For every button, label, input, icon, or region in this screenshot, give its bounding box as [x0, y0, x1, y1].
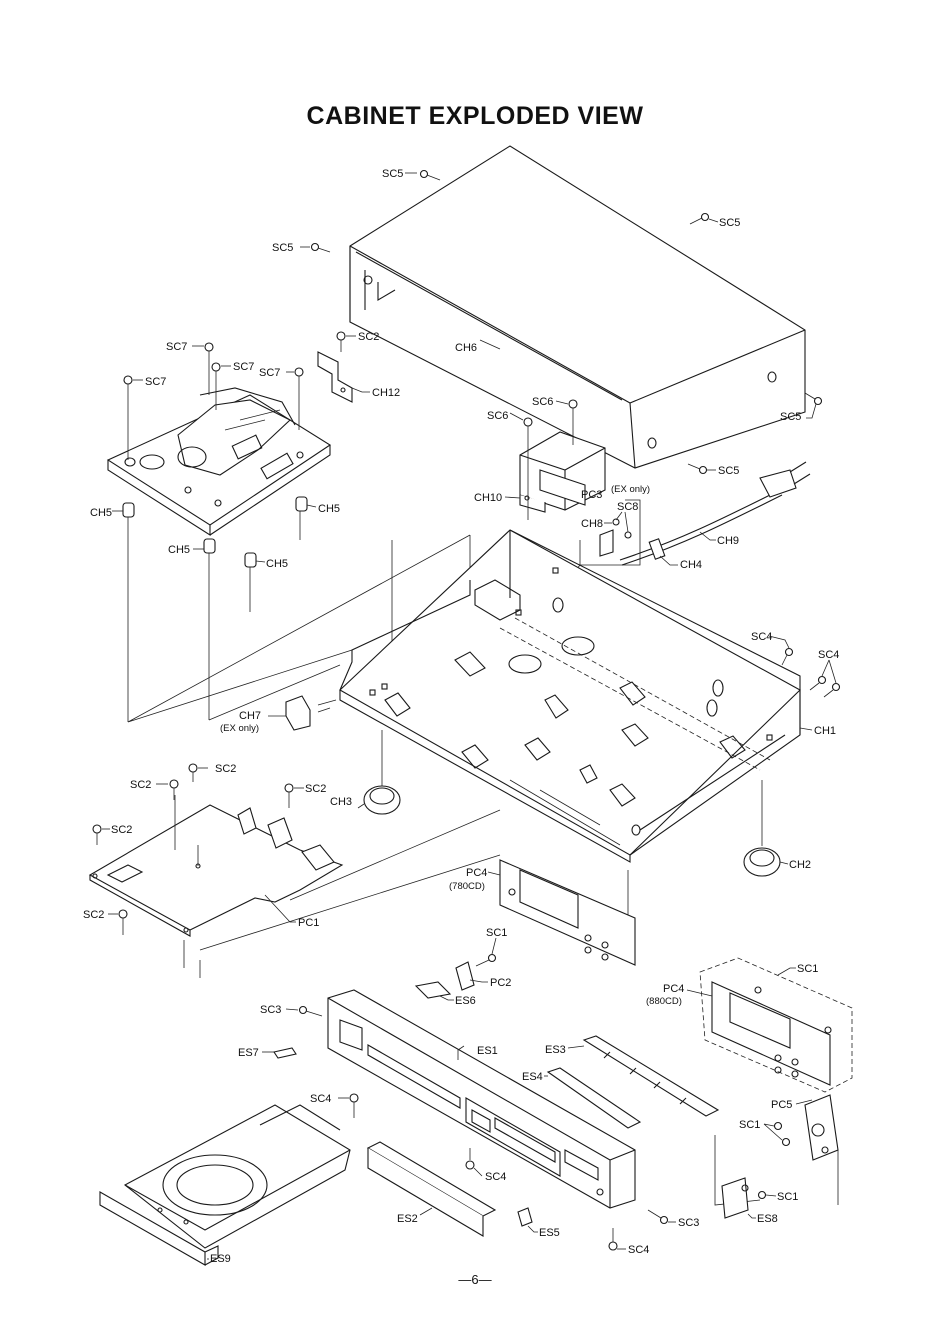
- label-sc7-a: SC7: [166, 341, 187, 353]
- label-ch10: CH10: [474, 492, 502, 504]
- label-sc2-d: SC2: [305, 783, 326, 795]
- top-cover-ch6: [350, 146, 805, 468]
- label-sc4-d: SC4: [485, 1171, 506, 1183]
- label-sc4-b: SC4: [818, 649, 839, 661]
- label-sc2-c: SC2: [130, 779, 151, 791]
- label-sc1-a: SC1: [486, 927, 507, 939]
- label-sc7-b: SC7: [233, 361, 254, 373]
- label-es8: ES8: [757, 1213, 778, 1225]
- label-ch5-a: CH5: [90, 507, 112, 519]
- label-ch5-d: CH5: [266, 558, 288, 570]
- pcb-pc4-880cd: [687, 958, 852, 1092]
- label-sc5-b: SC5: [719, 217, 740, 229]
- label-es3: ES3: [545, 1044, 566, 1056]
- bracket-ch12: [318, 352, 370, 402]
- label-pc4-a: PC4: [466, 867, 487, 879]
- label-sc6-b: SC6: [487, 410, 508, 422]
- label-pc4-b: PC4: [663, 983, 684, 995]
- pcb-pc2: [416, 938, 496, 1000]
- label-sc1-c: SC1: [739, 1119, 760, 1131]
- label-ch4: CH4: [680, 559, 702, 571]
- label-ch8: CH8: [581, 518, 603, 530]
- label-ex-only-b: (EX only): [220, 723, 259, 734]
- label-ch12: CH12: [372, 387, 400, 399]
- label-ch3: CH3: [330, 796, 352, 808]
- label-sc2-a: SC2: [358, 331, 379, 343]
- label-sc4-c: SC4: [310, 1093, 331, 1105]
- label-sc7-c: SC7: [259, 367, 280, 379]
- label-sc2-e: SC2: [111, 824, 132, 836]
- label-sc2-f: SC2: [83, 909, 104, 921]
- label-sc5-a: SC5: [382, 168, 403, 180]
- label-sc3-a: SC3: [260, 1004, 281, 1016]
- bracket-es8: [722, 1178, 776, 1218]
- label-sc5-e: SC5: [718, 465, 739, 477]
- label-pc3: PC3: [581, 489, 602, 501]
- label-ch5-b: CH5: [318, 503, 340, 515]
- label-ch6: CH6: [455, 342, 477, 354]
- label-es6: ES6: [455, 995, 476, 1007]
- label-pc5: PC5: [771, 1099, 792, 1111]
- label-sc8: SC8: [617, 501, 638, 513]
- bottom-chassis-ch1: [340, 530, 800, 862]
- page-number: —6—: [0, 1272, 950, 1287]
- cd-mechanism: [108, 388, 330, 535]
- label-ex-only-a: (EX only): [611, 484, 650, 495]
- label-sc5-d: SC5: [780, 411, 801, 423]
- label-es7: ES7: [238, 1047, 259, 1059]
- label-sc5-c: SC5: [272, 242, 293, 254]
- pcb-pc4-780cd: [488, 860, 635, 965]
- label-ch5-c: CH5: [168, 544, 190, 556]
- cd-tray: [100, 1105, 350, 1265]
- label-sc7-d: SC7: [145, 376, 166, 388]
- label-ch7: CH7: [239, 710, 261, 722]
- display-window-es2: [368, 1142, 495, 1236]
- label-pc1: PC1: [298, 917, 319, 929]
- label-sc3-b: SC3: [678, 1217, 699, 1229]
- power-cord: [620, 462, 810, 565]
- label-sc2-b: SC2: [215, 763, 236, 775]
- label-ch1: CH1: [814, 725, 836, 737]
- part-ch7: [268, 696, 336, 730]
- label-sc1-b: SC1: [797, 963, 818, 975]
- label-sc4-e: SC4: [628, 1244, 649, 1256]
- label-pc2: PC2: [490, 977, 511, 989]
- label-es9: ES9: [210, 1253, 231, 1265]
- label-780cd: (780CD): [449, 881, 485, 892]
- label-ch9: CH9: [717, 535, 739, 547]
- label-es1: ES1: [477, 1045, 498, 1057]
- label-es2: ES2: [397, 1213, 418, 1225]
- label-es5: ES5: [539, 1227, 560, 1239]
- label-sc1-d: SC1: [777, 1191, 798, 1203]
- label-es4: ES4: [522, 1071, 543, 1083]
- label-sc6-a: SC6: [532, 396, 553, 408]
- label-880cd: (880CD): [646, 996, 682, 1007]
- main-pcb-pc1: [90, 795, 500, 978]
- label-ch2: CH2: [789, 859, 811, 871]
- label-sc4-a: SC4: [751, 631, 772, 643]
